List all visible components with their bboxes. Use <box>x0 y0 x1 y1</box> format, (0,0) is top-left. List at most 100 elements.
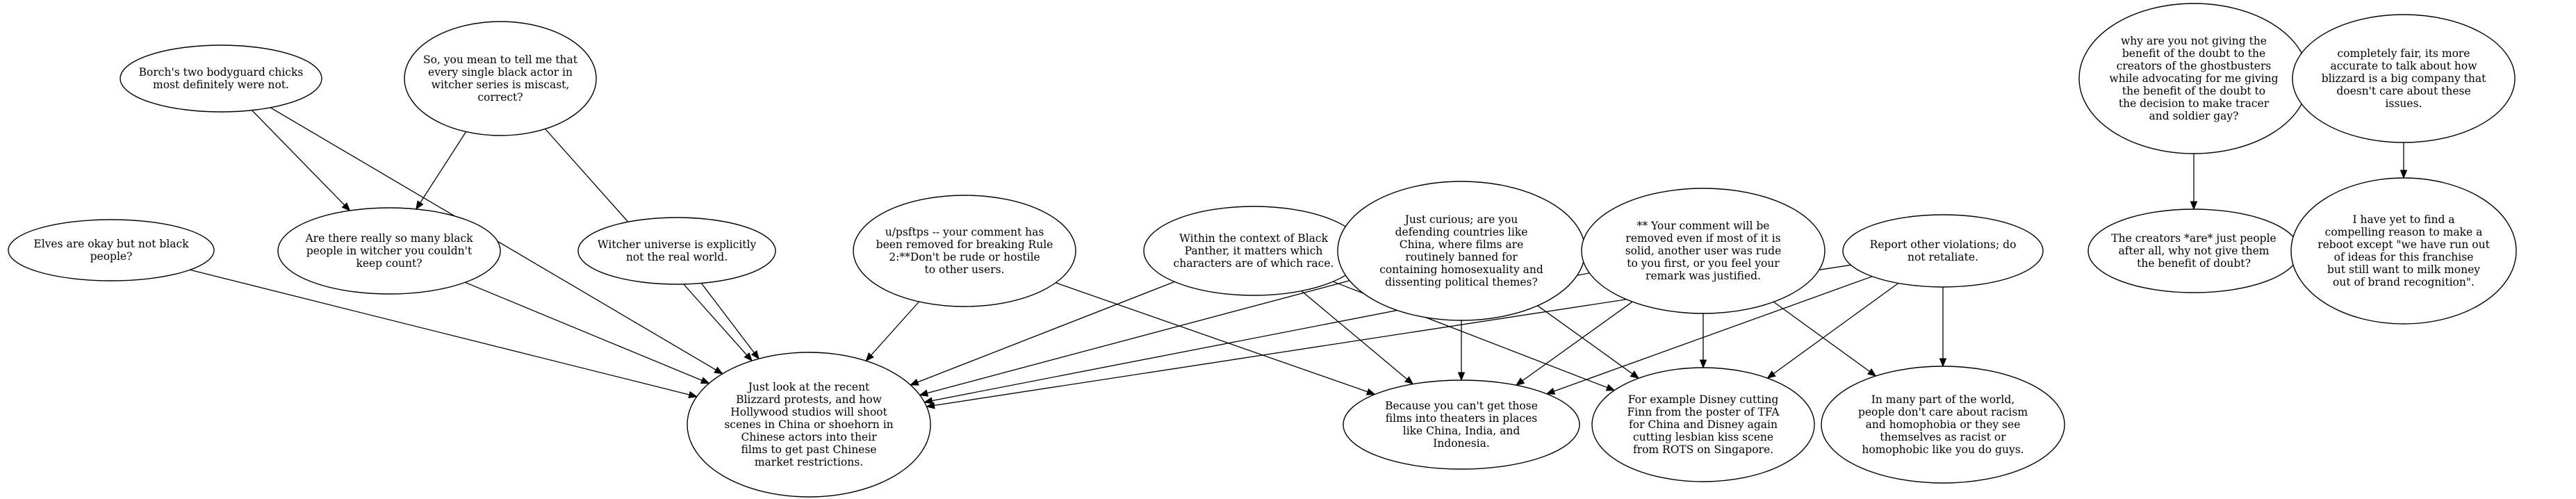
node-text-line: Because you can't get those <box>1385 400 1538 412</box>
node-text-line: blizzard is a big company that <box>2322 72 2486 85</box>
arrowhead-icon <box>909 378 919 386</box>
edge-report-to-manypart <box>1939 287 1947 368</box>
edge-line <box>420 131 467 203</box>
node-text-line: Witcher universe is explicitly <box>598 238 757 251</box>
edge-elves-to-blizzard <box>190 269 698 399</box>
node-text-line: films to get past Chinese <box>741 443 877 456</box>
node-text-line: Finn from the poster of TFA <box>1627 406 1780 418</box>
node-text-line: the benefit of doubt? <box>2137 257 2251 270</box>
node-ellipse <box>8 219 215 281</box>
node-text-line: I have yet to find a <box>2352 213 2454 226</box>
node-text-line: and soldier gay? <box>2149 110 2239 122</box>
node-text-line: 2:**Don't be rude or hostile <box>889 251 1040 263</box>
arrowhead-icon <box>750 350 760 360</box>
node-text-line: remark was justified. <box>1646 270 1761 282</box>
node-text-line: witcher series is miscast, <box>432 79 570 91</box>
node-text-line: benefit of the doubt to the <box>2122 47 2265 60</box>
node-text-line: every single black actor in <box>428 66 573 79</box>
node-text-line: the benefit of the doubt to <box>2122 85 2265 97</box>
arrowhead-icon <box>700 377 710 384</box>
node-ellipse <box>277 207 501 295</box>
node-ellipse <box>2292 14 2516 143</box>
node-text-line: Borch's two bodyguard chicks <box>139 66 304 79</box>
edge-line <box>1553 276 1873 392</box>
node-text-line: for China and Disney again <box>1629 418 1778 431</box>
edge-line <box>1522 301 1633 382</box>
node-text-line: solid, another user was rude <box>1625 245 1782 257</box>
edge-line <box>871 301 920 356</box>
node-text-line: Chinese actors into their <box>741 431 878 443</box>
node-ellipse <box>1821 366 2065 484</box>
edge-line <box>465 281 703 382</box>
arrowhead-icon <box>1457 372 1466 382</box>
node-text-line: Report other violations; do <box>1870 238 2017 251</box>
node-ellipse <box>577 217 776 285</box>
node-text-line: containing homosexuality and <box>1379 263 1543 276</box>
arrowhead-icon <box>1939 358 1947 368</box>
node-text-line: after all, why not give them <box>2119 245 2270 257</box>
arrowhead-icon <box>1699 359 1707 369</box>
node-text-line: from ROTS on Singapore. <box>1633 443 1773 456</box>
node-text-line: ** Your comment will be <box>1637 220 1770 232</box>
node-text-line: characters are of which race. <box>1174 257 1334 270</box>
node-text-line: doesn't care about these <box>2336 85 2470 97</box>
edge-curious-to-theaters <box>1457 320 1466 382</box>
edge-removed-to-blizzard <box>865 301 920 362</box>
node-text-line: like China, India, and <box>1403 425 1520 437</box>
arrowhead-icon <box>923 397 933 404</box>
node-text-line: Panther, it matters which <box>1185 245 1323 257</box>
node-text-line: of ideas for this franchise <box>2334 251 2474 263</box>
edge-line <box>1773 301 1870 373</box>
node-text-line: market restrictions. <box>755 456 863 468</box>
edge-blackpanther-to-theaters <box>1301 291 1414 385</box>
node-ellipse <box>1591 367 1815 482</box>
node-text-line: people in witcher you couldn't <box>306 245 473 257</box>
node-text-line: routinely banned for <box>1405 251 1518 263</box>
node-text-line: films into theaters in places <box>1386 412 1537 425</box>
node-text-line: Within the context of Black <box>1179 232 1329 245</box>
arrowhead-icon <box>926 402 935 409</box>
node-text-line: Hollywood studios will shoot <box>730 406 887 418</box>
arrowhead-icon <box>2399 170 2408 179</box>
node-text-line: issues. <box>2386 97 2422 110</box>
node-ellipse <box>2290 177 2517 325</box>
node-ellipse <box>853 195 1076 307</box>
edge-report-to-theaters <box>1545 276 1873 395</box>
node-text-line: For example Disney cutting <box>1628 393 1779 406</box>
arrowhead-icon <box>1766 370 1776 379</box>
node-text-line: not retaliate. <box>1908 251 1978 263</box>
edge-line <box>190 269 690 395</box>
node-text-line: most definitely were not. <box>153 79 289 91</box>
edge-removed-to-theaters <box>1055 282 1376 395</box>
node-text-line: people? <box>90 250 133 263</box>
node-text-line: Indonesia. <box>1433 437 1490 450</box>
arrowhead-icon <box>1630 370 1640 379</box>
node-text-line: completely fair, its more <box>2338 47 2470 60</box>
arrowhead-icon <box>1365 388 1376 395</box>
node-text-line: been removed for breaking Rule <box>876 238 1053 251</box>
edge-line <box>700 283 755 353</box>
arrowhead-icon <box>1545 387 1556 395</box>
edge-line <box>1055 282 1368 393</box>
node-ellipse <box>1842 214 2044 288</box>
edge-ghostbusters-to-creators <box>2190 154 2198 211</box>
node-text-line: not the real world. <box>626 251 728 263</box>
node-text-line: dissenting political themes? <box>1385 276 1538 288</box>
node-text-line: So, you mean to tell me that <box>423 54 578 66</box>
node-text-line: Are there really so many black <box>304 232 473 245</box>
node-text-line: homophobic like you do guys. <box>1862 443 2024 456</box>
node-text-line: but still want to milk money <box>2327 263 2480 276</box>
node-text-line: creators of the ghostbusters <box>2117 60 2272 72</box>
node-text-line: defending countries like <box>1395 226 1528 238</box>
arrowhead-icon <box>341 202 351 211</box>
